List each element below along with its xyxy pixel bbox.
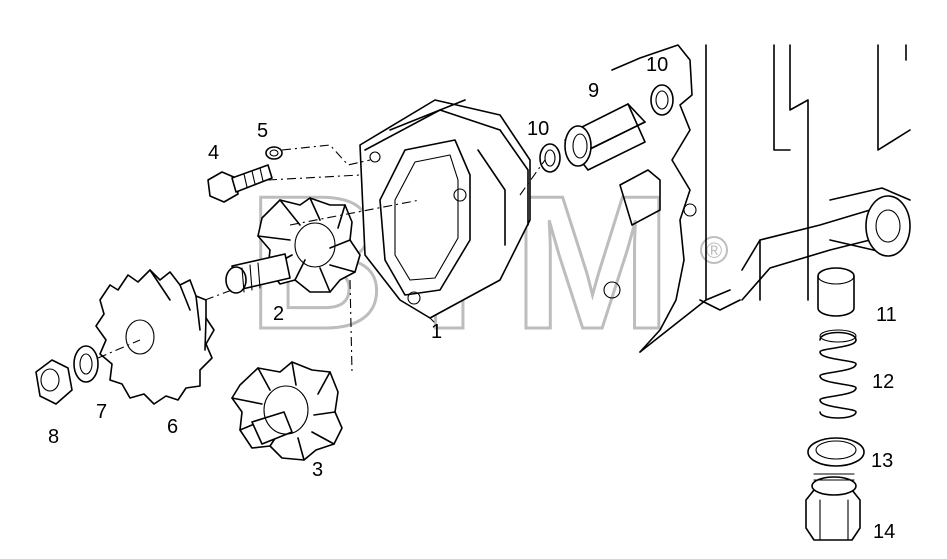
part-9-sleeve xyxy=(564,103,646,171)
label-part-10-b: 10 xyxy=(527,118,549,140)
registered-mark: ® xyxy=(706,238,722,263)
registered-mark-circle xyxy=(700,236,728,264)
engine-block xyxy=(603,44,911,353)
part-14-plug xyxy=(805,473,861,541)
label-part-10-a: 10 xyxy=(646,54,668,76)
label-part-7: 7 xyxy=(96,401,107,423)
label-part-3: 3 xyxy=(312,459,323,481)
label-part-4: 4 xyxy=(208,142,219,164)
label-part-14: 14 xyxy=(873,521,895,543)
part-6-spur-gear xyxy=(95,269,215,405)
part-12-spring xyxy=(819,329,857,419)
leader-1 xyxy=(429,317,435,323)
part-5-washer xyxy=(265,146,283,160)
label-part-9: 9 xyxy=(588,80,599,102)
part-labels: 1 2 3 4 5 6 7 8 9 10 10 11 12 13 14 xyxy=(48,54,897,543)
part-11-plunger xyxy=(817,267,855,317)
label-part-11: 11 xyxy=(876,304,897,326)
part-3-driven-gear xyxy=(231,361,343,461)
assembly-lines xyxy=(97,144,546,373)
part-7-lock-washer xyxy=(73,345,99,383)
label-part-5: 5 xyxy=(257,120,268,142)
part-8-nut xyxy=(35,359,73,405)
part-10-ring-b xyxy=(539,143,561,173)
label-part-6: 6 xyxy=(167,416,178,438)
label-part-1: 1 xyxy=(431,321,442,343)
label-part-8: 8 xyxy=(48,426,59,448)
part-1-pump-housing xyxy=(359,99,531,319)
part-2-drive-gear xyxy=(225,197,361,294)
part-10-ring-a xyxy=(650,84,674,116)
part-13-seal-ring xyxy=(807,437,865,467)
label-part-2: 2 xyxy=(273,303,284,325)
part-4-bolt xyxy=(207,164,273,203)
label-part-12: 12 xyxy=(872,371,894,393)
label-part-13: 13 xyxy=(871,450,893,472)
